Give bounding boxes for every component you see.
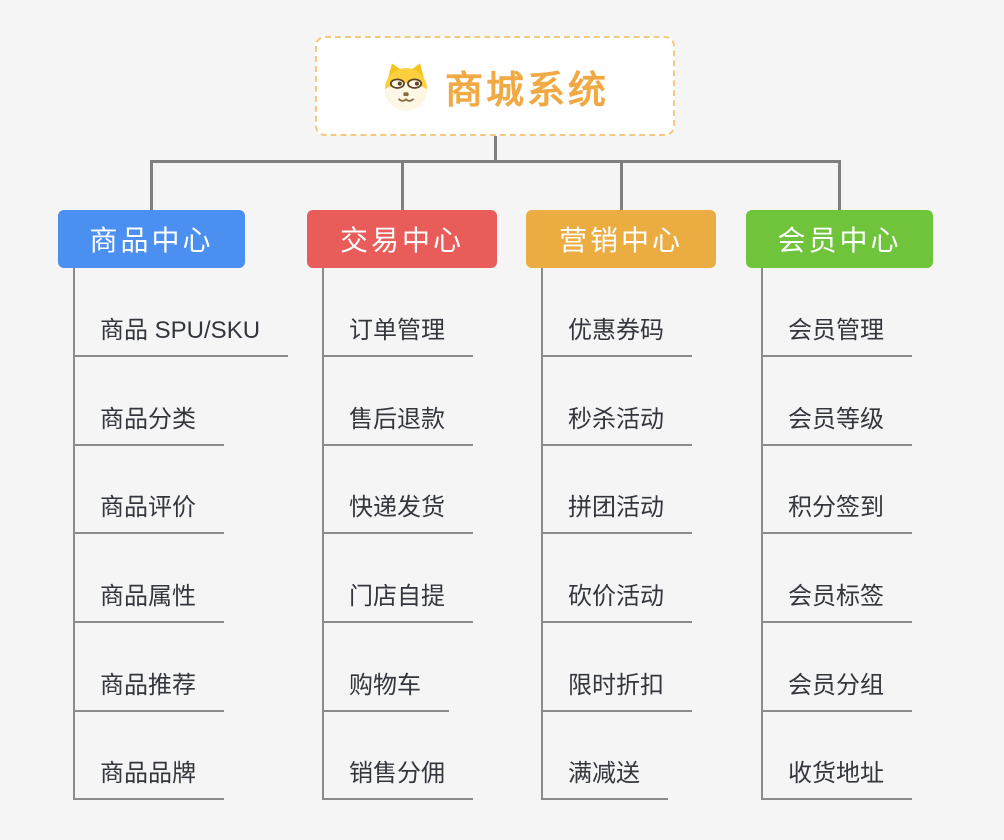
mindmap-node-marketing-center-5[interactable]: 满减送	[541, 756, 668, 800]
mindmap-node-marketing-center-1[interactable]: 秒杀活动	[541, 402, 692, 446]
mindmap-node-trade-center-2[interactable]: 快递发货	[322, 490, 473, 534]
doge-icon	[384, 63, 428, 111]
mindmap-node-trade-center-3[interactable]: 门店自提	[322, 579, 473, 623]
mindmap-node-trade-center-1[interactable]: 售后退款	[322, 402, 473, 446]
mindmap-node-marketing-center-0[interactable]: 优惠券码	[541, 313, 692, 357]
mindmap-node-member-center-2[interactable]: 积分签到	[761, 490, 912, 534]
mindmap-node-trade-center-4[interactable]: 购物车	[322, 668, 449, 712]
connector-line	[761, 268, 763, 800]
connector-line	[541, 268, 543, 800]
connector-line	[493, 136, 497, 163]
mindmap-node-product-center-1[interactable]: 商品分类	[73, 402, 224, 446]
mindmap-node-product-center-3[interactable]: 商品属性	[73, 579, 224, 623]
branch-header-marketing-center[interactable]: 营销中心	[526, 210, 716, 268]
branch-header-trade-center[interactable]: 交易中心	[307, 210, 497, 268]
branch-label: 商品中心	[89, 225, 214, 256]
mindmap-node-product-center-0[interactable]: 商品 SPU/SKU	[73, 313, 289, 357]
root-node-mall-system[interactable]: 商城系统	[315, 36, 675, 136]
connector-line	[73, 268, 75, 800]
branch-header-member-center[interactable]: 会员中心	[746, 210, 933, 268]
mindmap-node-member-center-1[interactable]: 会员等级	[761, 402, 912, 446]
branch-label: 会员中心	[777, 225, 902, 256]
connector-line	[619, 160, 623, 210]
mindmap-node-product-center-4[interactable]: 商品推荐	[73, 668, 224, 712]
root-title: 商城系统	[444, 69, 609, 112]
mindmap-node-member-center-0[interactable]: 会员管理	[761, 313, 912, 357]
branch-header-product-center[interactable]: 商品中心	[58, 210, 245, 268]
mindmap-node-member-center-3[interactable]: 会员标签	[761, 579, 912, 623]
mindmap-node-member-center-5[interactable]: 收货地址	[761, 756, 912, 800]
branch-label: 营销中心	[558, 225, 683, 256]
connector-line	[400, 160, 404, 210]
mindmap-node-marketing-center-4[interactable]: 限时折扣	[541, 668, 692, 712]
mindmap-node-product-center-2[interactable]: 商品评价	[73, 490, 224, 534]
connector-line	[150, 160, 841, 163]
mindmap-node-product-center-5[interactable]: 商品品牌	[73, 756, 224, 800]
connector-line	[150, 160, 153, 210]
branch-label: 交易中心	[339, 225, 464, 256]
connector-line	[322, 268, 324, 800]
mindmap-node-marketing-center-2[interactable]: 拼团活动	[541, 490, 692, 534]
mindmap-node-marketing-center-3[interactable]: 砍价活动	[541, 579, 692, 623]
mindmap-node-trade-center-5[interactable]: 销售分佣	[322, 756, 473, 800]
mindmap-node-trade-center-0[interactable]: 订单管理	[322, 313, 473, 357]
mindmap-node-member-center-4[interactable]: 会员分组	[761, 668, 912, 712]
connector-line	[838, 160, 841, 210]
